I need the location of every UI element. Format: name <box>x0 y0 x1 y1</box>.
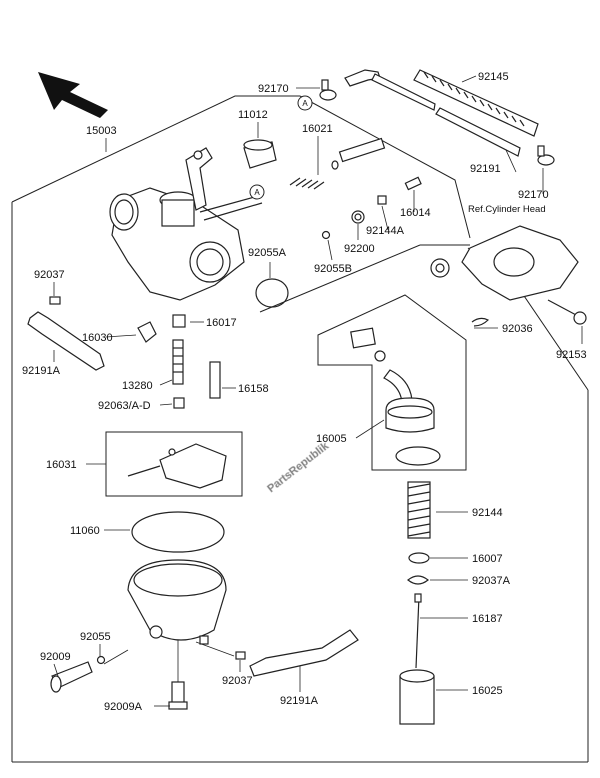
label-92009a: 92009A <box>104 701 143 713</box>
svg-text:A: A <box>302 99 308 108</box>
label-92009: 92009 <box>40 651 71 663</box>
float-valve-16030 <box>137 321 157 343</box>
svg-text:A: A <box>254 188 260 197</box>
label-92063: 92063/A-D <box>98 400 151 412</box>
direction-arrow-icon <box>38 72 108 118</box>
label-92200: 92200 <box>344 243 375 255</box>
label-92144: 92144 <box>472 507 503 519</box>
label-16030: 16030 <box>82 332 113 344</box>
part-labels: 92170 92145 15003 11012 16021 92191 9217… <box>22 71 587 713</box>
svg-text:PartsRepublik: PartsRepublik <box>265 440 331 496</box>
jet-needle-16187 <box>414 593 422 669</box>
clip-92037-left <box>49 296 61 305</box>
fuel-valve-16005 <box>350 327 435 433</box>
cylinder-collar-11012 <box>243 139 277 169</box>
connection-marker-a-mid: A <box>249 184 265 200</box>
label-11012: 11012 <box>238 109 268 121</box>
label-16031: 16031 <box>46 459 77 471</box>
label-16021: 16021 <box>302 123 333 135</box>
float-16031 <box>127 443 227 489</box>
screw-16014 <box>377 176 422 205</box>
bolt-92153 <box>547 299 587 325</box>
cylinder-head-adapter <box>430 225 579 301</box>
connection-marker-a-top: A <box>297 95 313 111</box>
label-92037-left: 92037 <box>34 269 65 281</box>
label-92037-bottom: 92037 <box>222 675 253 687</box>
label-11060: 11060 <box>70 525 100 537</box>
label-92170-top: 92170 <box>258 83 289 95</box>
fuel-tube-92191a-left <box>27 311 105 371</box>
leader-lines <box>53 75 583 707</box>
float-bowl <box>127 559 227 645</box>
clip-92036 <box>471 317 490 327</box>
o-ring-16005 <box>395 446 441 466</box>
valve-subframe <box>317 294 467 471</box>
label-92037a: 92037A <box>472 575 511 587</box>
starter-plunger-16021 <box>289 137 386 190</box>
label-92036: 92036 <box>502 323 533 335</box>
label-92191a-bottom: 92191A <box>280 695 319 707</box>
label-92145: 92145 <box>478 71 509 83</box>
label-16007: 16007 <box>472 553 503 565</box>
clamp-92170-right <box>537 145 555 166</box>
label-92144a: 92144A <box>366 225 405 237</box>
o-ring-92055b <box>321 230 331 240</box>
watermark: PartsRepublik <box>265 439 332 496</box>
o-ring-92055 <box>96 655 106 665</box>
label-15003: 15003 <box>86 125 117 137</box>
bolt-92009a <box>168 681 188 710</box>
spring-92144 <box>407 481 431 539</box>
label-16014: 16014 <box>400 207 431 219</box>
breather-tube-92145 <box>413 69 539 137</box>
label-92055: 92055 <box>80 631 111 643</box>
ref-cylinder-head-note: Ref.Cylinder Head <box>468 204 546 215</box>
pilot-jet-16158 <box>209 361 221 399</box>
retainer-16007 <box>408 552 430 564</box>
label-92170-right: 92170 <box>518 189 549 201</box>
washer-92200 <box>351 210 365 224</box>
label-92191a-left: 92191A <box>22 365 61 377</box>
fuel-hose-92191 <box>344 69 521 157</box>
screw-92009 <box>50 661 93 693</box>
clip-92037a <box>407 575 429 585</box>
label-92191-top: 92191 <box>470 163 501 175</box>
label-16158: 16158 <box>238 383 269 395</box>
carburetor-body <box>109 147 263 301</box>
main-jet-16017 <box>172 314 186 328</box>
label-13280: 13280 <box>122 380 153 392</box>
label-16187: 16187 <box>472 613 503 625</box>
needle-jet-13280 <box>172 339 184 385</box>
clip-92037-bottom <box>235 651 246 660</box>
nut-92063 <box>173 397 185 409</box>
drain-tube-92191a-bottom <box>249 629 359 677</box>
label-16017: 16017 <box>206 317 237 329</box>
o-ring-92055a <box>255 278 289 308</box>
label-16025: 16025 <box>472 685 503 697</box>
label-92153: 92153 <box>556 349 587 361</box>
label-16005: 16005 <box>316 433 347 445</box>
gasket-11060 <box>131 511 225 553</box>
throttle-valve-16025 <box>399 669 435 725</box>
label-92055b: 92055B <box>314 263 352 275</box>
label-92055a: 92055A <box>248 247 287 259</box>
clamp-92170-top <box>319 79 337 101</box>
